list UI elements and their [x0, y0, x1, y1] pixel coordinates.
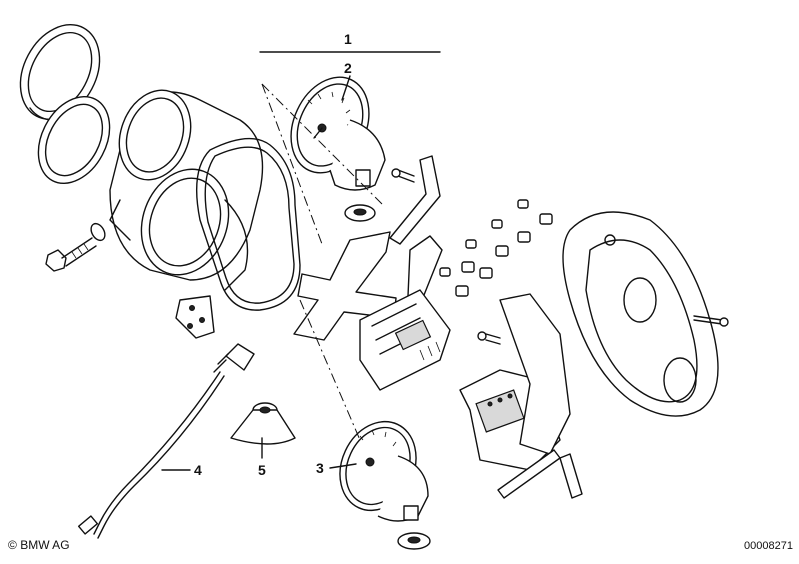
- copyright-symbol: ©: [8, 538, 17, 552]
- screw-with-washer: [45, 222, 106, 272]
- printed-circuit-board: [459, 293, 571, 471]
- callout-1: 1: [344, 31, 352, 47]
- copyright-notice: © BMW AG: [8, 538, 70, 552]
- bracket-clip: [389, 155, 441, 245]
- callout-5: 5: [258, 462, 266, 478]
- tachometer-gauge: [290, 76, 386, 191]
- mounting-strap: [497, 449, 583, 499]
- screw-small-upper: [391, 168, 415, 183]
- callout-leaders: [161, 51, 441, 471]
- hex-nut-lower: [397, 532, 431, 550]
- rubber-boot: [230, 402, 296, 445]
- speedometer-gauge: [339, 420, 429, 522]
- instrument-housing: [109, 89, 264, 291]
- speedometer-cable: [77, 343, 255, 539]
- assembly-outline: [261, 83, 383, 441]
- rear-cover: [562, 211, 729, 417]
- drawing-number: 00008271: [744, 540, 793, 552]
- screw-middle: [477, 331, 501, 345]
- mounting-plate: [175, 295, 215, 339]
- hex-nut-upper: [344, 204, 376, 222]
- circuit-carrier: [359, 289, 451, 391]
- housing-gasket: [195, 137, 301, 311]
- bezel-ring-small: [37, 95, 111, 185]
- copyright-owner: BMW AG: [20, 538, 70, 552]
- bulb-sockets: [439, 199, 553, 297]
- retaining-bracket: [293, 231, 443, 341]
- callout-4: 4: [194, 462, 202, 478]
- callout-2: 2: [344, 60, 352, 76]
- callout-3: 3: [316, 460, 324, 476]
